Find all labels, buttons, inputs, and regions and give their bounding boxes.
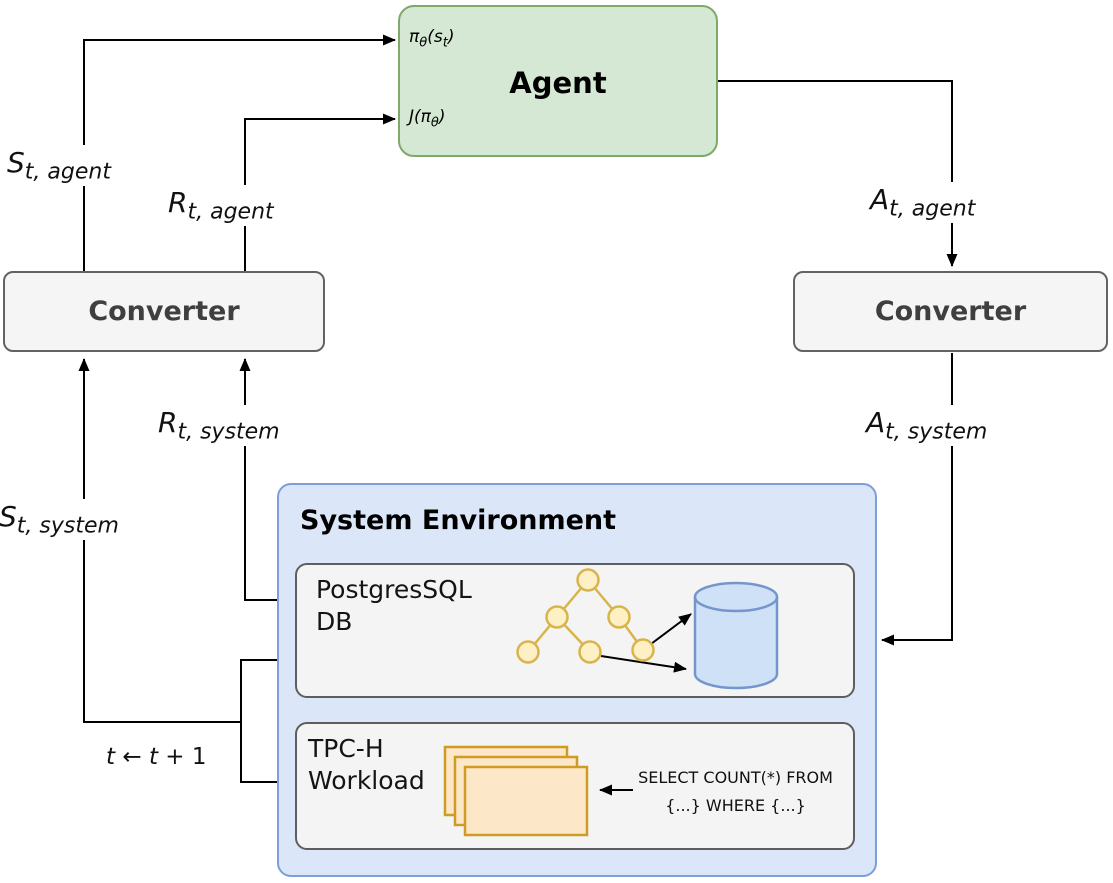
- action-system-connector: [881, 353, 953, 646]
- objective-input-label: J(πθ): [409, 107, 446, 131]
- postgres-db-label: PostgresSQL DB: [316, 575, 472, 636]
- reward-system-connector: [239, 358, 277, 601]
- tpch-workload-label: TPC-H Workload: [308, 734, 425, 795]
- converter-left-box: Converter: [3, 271, 325, 352]
- state-agent-signal-label: St, agent: [2, 145, 116, 186]
- reward-system-signal-label: Rt, system: [153, 405, 285, 446]
- state-system-signal-label: St, system: [0, 499, 124, 540]
- state-agent-connector: [83, 34, 396, 271]
- converter-right-box: Converter: [793, 271, 1108, 352]
- action-system-signal-label: At, system: [861, 405, 993, 446]
- converter-left-label: Converter: [88, 296, 240, 327]
- system-environment-title: System Environment: [300, 505, 617, 536]
- action-agent-signal-label: At, agent: [865, 182, 981, 223]
- state-system-bus: [240, 659, 277, 783]
- action-agent-connector: [718, 80, 958, 267]
- converter-right-label: Converter: [874, 296, 1027, 327]
- agent-box: [398, 5, 718, 157]
- query-example-text: SELECT COUNT(*) FROM {...} WHERE {...}: [638, 768, 833, 815]
- policy-input-label: πθ(st): [409, 27, 455, 51]
- timestep-update-label: t ← t + 1: [102, 744, 211, 770]
- reward-agent-signal-label: Rt, agent: [163, 185, 279, 226]
- agent-title: Agent: [509, 66, 607, 100]
